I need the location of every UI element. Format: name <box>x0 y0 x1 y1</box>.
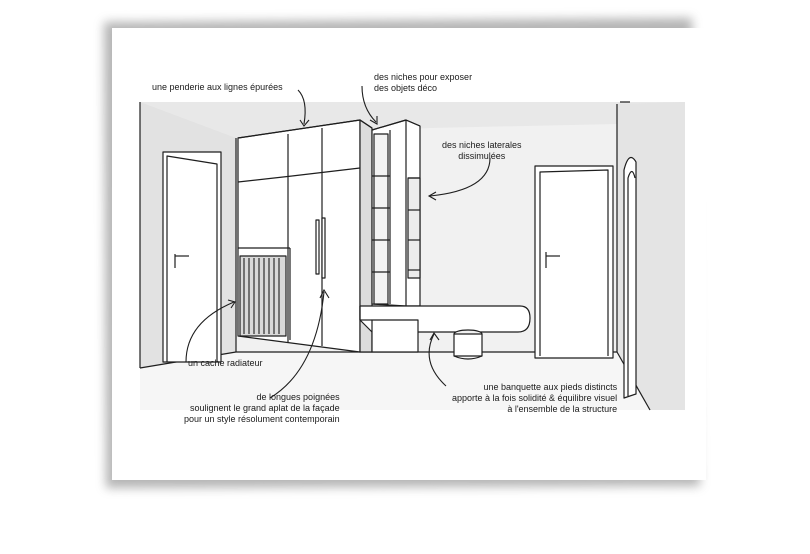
annotation-poignees-line-1: de longues poignées <box>256 392 340 402</box>
annotation-poignees-line-2: soulignent le grand aplat de la façade <box>189 403 340 413</box>
annotation-banquette: une banquette aux pieds distincts apport… <box>452 382 617 415</box>
annotation-banquette-line-1: une banquette aux pieds distincts <box>483 382 618 392</box>
annotation-penderie: une penderie aux lignes épurées <box>152 82 283 93</box>
annotation-niches-exposition-line-1: des niches pour exposer <box>374 72 473 82</box>
annotation-niches-laterales: des niches laterales dissimulées <box>442 140 522 162</box>
annotation-niches-exposition-line-2: des objets déco <box>374 83 438 93</box>
annotation-poignees: de longues poignées soulignent le grand … <box>184 392 340 425</box>
annotation-banquette-line-2: apporte à la fois solidité & équilibre v… <box>452 393 618 403</box>
annotation-niches-exposition: des niches pour exposer des objets déco <box>374 72 472 94</box>
annotation-niches-laterales-line-1: des niches laterales <box>442 140 522 150</box>
annotation-cache-radiateur-text: un cache radiateur <box>188 358 263 368</box>
annotation-niches-laterales-line-2: dissimulées <box>458 151 506 161</box>
annotation-penderie-text: une penderie aux lignes épurées <box>152 82 283 92</box>
annotation-cache-radiateur: un cache radiateur <box>188 358 263 369</box>
room <box>139 101 685 411</box>
annotation-poignees-line-3: pour un style résolument contemporain <box>184 414 340 424</box>
leader-lines <box>185 85 491 399</box>
annotation-banquette-line-3: à l'ensemble de la structure <box>507 404 618 414</box>
